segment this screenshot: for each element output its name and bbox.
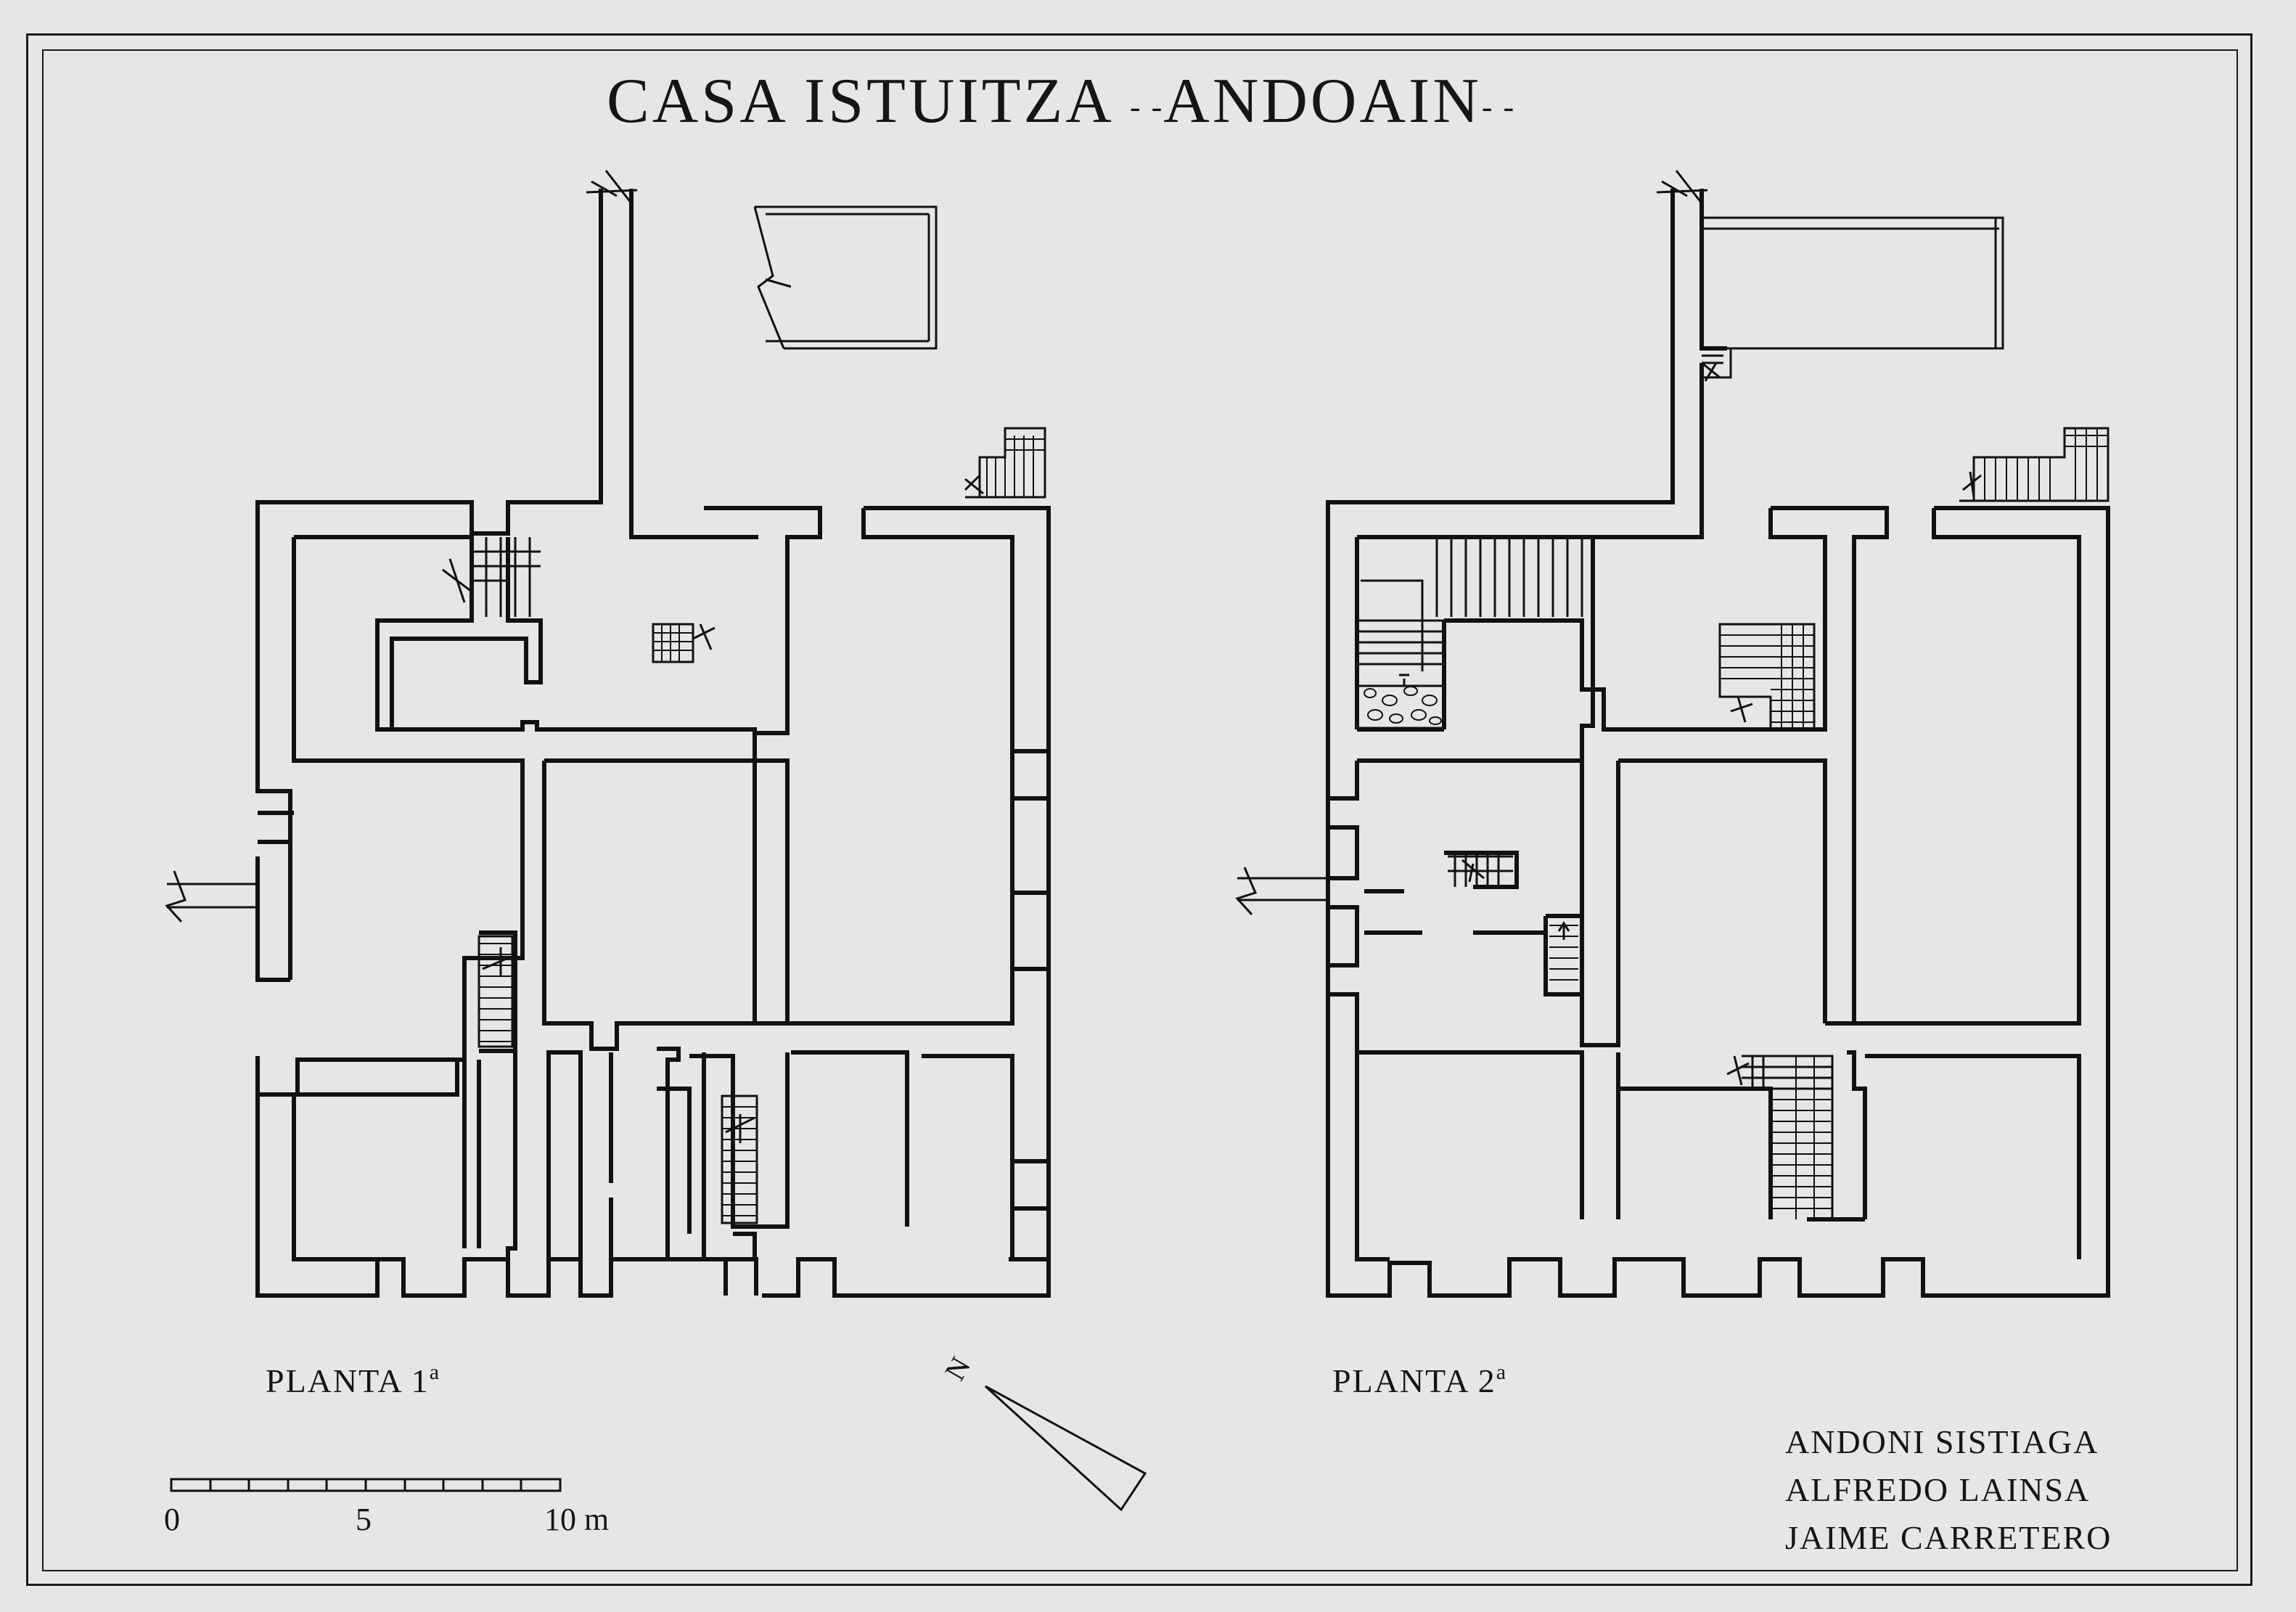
author-3: JAIME CARRETERO [1785,1519,2112,1556]
drawing-title: CASA ISTUITZA - -ANDOAIN- - [607,70,1515,134]
plan-2-label-sup: a [1496,1360,1508,1384]
author-2: ALFREDO LAINSA [1785,1471,2091,1508]
inner-border [42,49,2238,1571]
author-1: ANDONI SISTIAGA [1785,1423,2099,1460]
plan-floor-1 [165,170,1051,1298]
title-main: CASA ISTUITZA [607,66,1111,136]
plan-1-label-text: PLANTA 1 [266,1362,430,1399]
outer-border [26,33,2252,1586]
scale-tick-5: 5 [356,1502,372,1537]
plan-floor-2 [1235,170,2110,1298]
title-dash-left: - - [1129,89,1164,125]
plan-2-label-text: PLANTA 2 [1332,1362,1496,1399]
title-place: ANDOAIN [1163,66,1482,136]
north-arrow [984,1385,1147,1512]
plan-2-label: PLANTA 2a [1332,1362,1507,1399]
title-dash-right: - - [1481,89,1516,125]
scale-tick-0: 0 [164,1502,180,1537]
plan-1-label: PLANTA 1a [266,1362,440,1399]
scale-tick-10m: 10 m [544,1502,610,1537]
scale-bar [170,1478,562,1492]
plan-1-label-sup: a [429,1360,441,1384]
